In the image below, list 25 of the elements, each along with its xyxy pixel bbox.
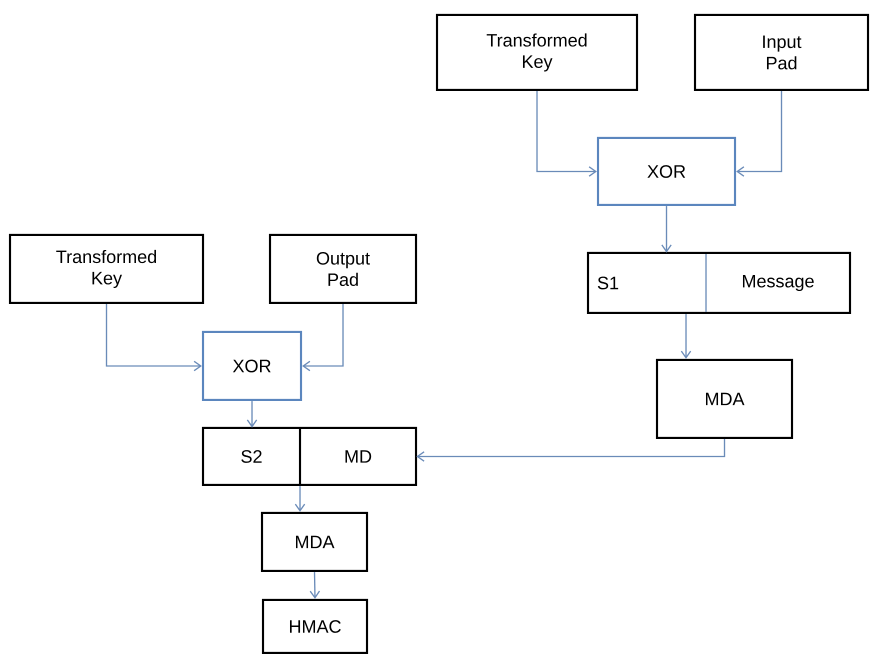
arrow [246,401,258,428]
arrow [106,304,202,372]
arrow [294,486,306,512]
arrow [661,206,672,253]
arrow [416,439,726,462]
split-box [202,426,418,486]
arrow [736,91,782,177]
arrow [680,314,692,359]
cell: S2 [241,450,262,463]
process-box: Input Pad [694,14,870,92]
process-box: HMAC [262,598,368,654]
arrow [302,304,344,372]
split-box [586,252,852,314]
xor-box: XOR [596,136,736,206]
cell: Message [742,274,814,292]
process-box: Output Pad [268,234,418,304]
xor-box: XOR [202,330,302,402]
process-box: Transformed Key [8,234,204,304]
cell: MD [346,450,372,463]
cell: S1 [598,276,618,290]
arrow [310,572,320,599]
process-box: MDA [260,512,368,572]
process-box: MDA [656,358,794,440]
arrow [536,91,597,177]
process-box: Transformed Key [436,14,638,92]
